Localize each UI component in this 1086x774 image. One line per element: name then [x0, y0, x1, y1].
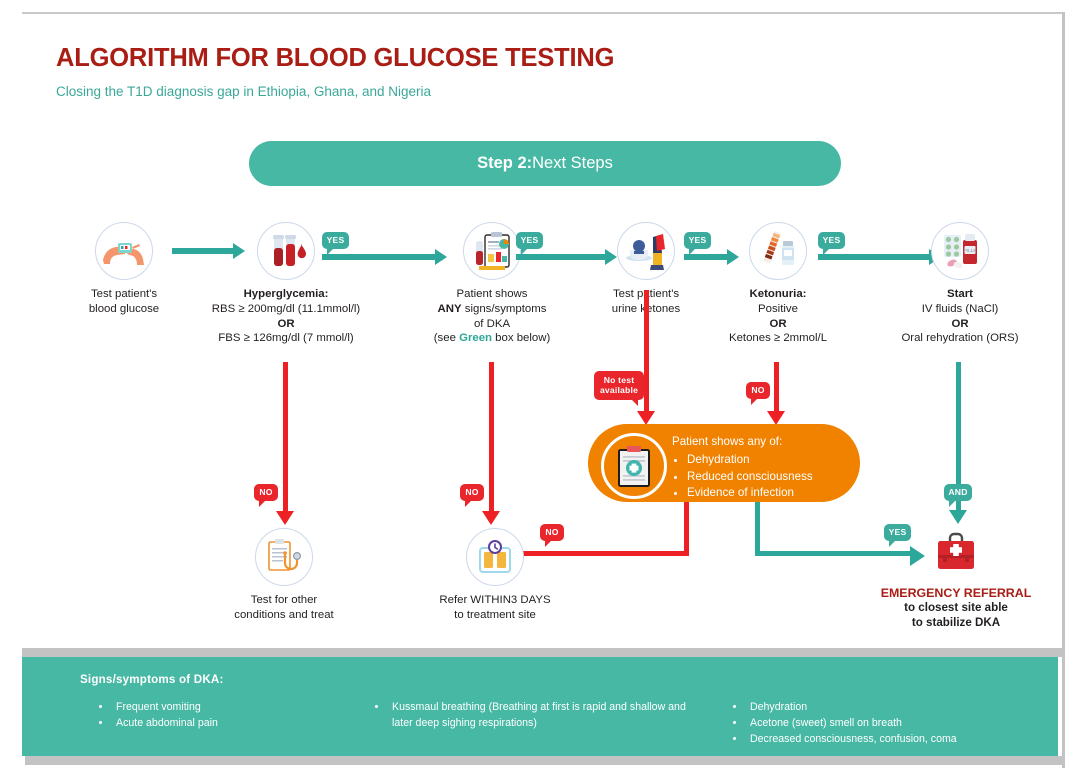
badge-yes-3: YES	[684, 232, 711, 255]
node-dka-signs: Patient shows ANY signs/symptoms of DKA …	[412, 222, 572, 346]
arrow-dka-to-urine-ketones	[516, 249, 617, 265]
orange-box-item: Reduced consciousness	[687, 469, 813, 486]
badge-yes-5: YES	[884, 524, 911, 547]
emergency-line3: to stabilize DKA	[911, 616, 1001, 630]
connector-orange-no-horizontal	[488, 551, 689, 556]
node-label: Hyperglycemia: RBS ≥ 200mg/dl (11.1mmol/…	[211, 288, 361, 345]
arrow-glucose-to-hyperglycemia	[172, 243, 245, 259]
arrow-hyperglycemia-to-dka	[322, 249, 447, 265]
badge-no-2: NO	[460, 484, 484, 507]
dka-panel-heading: Signs/symptoms of DKA:	[80, 673, 224, 686]
node-label: Patient shows ANY signs/symptoms of DKA …	[433, 288, 551, 345]
badge-yes-1: YES	[322, 232, 349, 255]
node-label: Start IV fluids (NaCl) OR Oral rehydrati…	[901, 288, 1019, 345]
connector-and-vertical	[956, 362, 961, 512]
dka-panel-item: Acute abdominal pain	[112, 715, 346, 731]
badge-no-test-available: No test available	[594, 371, 644, 406]
arrow-no-ketonuria	[767, 362, 785, 425]
blood-tubes-icon	[257, 222, 315, 280]
glucometer-hand-icon	[95, 222, 153, 280]
dka-panel-column-3: Dehydration Acetone (sweet) smell on bre…	[730, 699, 1060, 747]
panel-top-shadow	[22, 648, 1062, 657]
node-ketonuria: Ketonuria: Positive OR Ketones ≥ 2mmol/L	[718, 222, 838, 346]
urine-test-icon	[617, 222, 675, 280]
step-banner-bold: Step 2:	[477, 154, 533, 172]
node-start-fluids: PILLS Start IV fluids (NaCl) OR Oral reh…	[888, 222, 1032, 346]
orange-decision-box: Patient shows any of: Dehydration Reduce…	[588, 424, 860, 502]
svg-text:PILLS: PILLS	[964, 248, 977, 253]
dka-signs-panel: Signs/symptoms of DKA: Frequent vomiting…	[22, 657, 1058, 756]
clipboard-stethoscope-icon	[255, 528, 313, 586]
node-hyperglycemia: Hyperglycemia: RBS ≥ 200mg/dl (11.1mmol/…	[206, 222, 366, 346]
first-aid-kit-icon	[928, 526, 984, 582]
node-emergency-referral-icon-wrap	[928, 526, 984, 582]
orange-box-heading: Patient shows any of:	[672, 435, 783, 448]
step-banner-rest: Next Steps	[532, 154, 613, 172]
arrow-no-dka-signs	[482, 362, 500, 525]
orange-box-item: Dehydration	[687, 452, 813, 469]
connector-orange-yes-vertical	[755, 502, 760, 556]
clipboard-cross-icon	[601, 433, 667, 499]
node-label: Ketonuria: Positive OR Ketones ≥ 2mmol/L	[728, 288, 828, 345]
clock-referral-icon	[466, 528, 524, 586]
dka-panel-column-2: Kussmaul breathing (Breathing at first i…	[372, 699, 702, 731]
arrowhead-and-down	[949, 510, 967, 524]
badge-no-4: NO	[540, 524, 564, 547]
arrowhead-to-emergency	[910, 546, 925, 566]
connector-orange-no-vertical	[684, 502, 689, 556]
page-subtitle: Closing the T1D diagnosis gap in Ethiopi…	[56, 84, 431, 99]
dka-panel-item: Kussmaul breathing (Breathing at first i…	[388, 699, 702, 731]
orange-box-item: Evidence of infection	[687, 485, 813, 502]
arrow-urine-to-ketonuria	[684, 249, 739, 265]
arrow-no-hyperglycemia	[276, 362, 294, 525]
dka-panel-item: Frequent vomiting	[112, 699, 346, 715]
emergency-title: EMERGENCY REFERRAL	[880, 586, 1032, 600]
dka-panel-item: Dehydration	[746, 699, 1060, 715]
dka-panel-item: Acetone (sweet) smell on breath	[746, 715, 1060, 731]
dka-panel-column-1: Frequent vomiting Acute abdominal pain	[96, 699, 346, 731]
page-title: ALGORITHM FOR BLOOD GLUCOSE TESTING	[56, 44, 615, 72]
connector-orange-yes-horizontal	[755, 551, 912, 556]
badge-yes-2: YES	[516, 232, 543, 255]
orange-box-text: Patient shows any of: Dehydration Reduce…	[672, 434, 813, 502]
emergency-line2: to closest site able	[904, 601, 1008, 614]
emergency-referral-label: EMERGENCY REFERRAL to closest site able …	[866, 586, 1046, 631]
top-border-rule	[22, 12, 1064, 14]
badge-no-3: NO	[746, 382, 770, 405]
badge-yes-4: YES	[818, 232, 845, 255]
panel-bottom-shadow	[25, 756, 1062, 765]
right-border-rule	[1062, 12, 1065, 768]
badge-and: AND	[944, 484, 972, 507]
medication-bottle-icon: PILLS	[931, 222, 989, 280]
ketone-strip-icon	[749, 222, 807, 280]
arrow-no-test-available	[637, 290, 655, 425]
dka-panel-item: Decreased consciousness, confusion, coma	[746, 731, 1060, 747]
badge-no-1: NO	[254, 484, 278, 507]
step-banner: Step 2: Next Steps	[249, 141, 841, 186]
lab-report-icon	[463, 222, 521, 280]
